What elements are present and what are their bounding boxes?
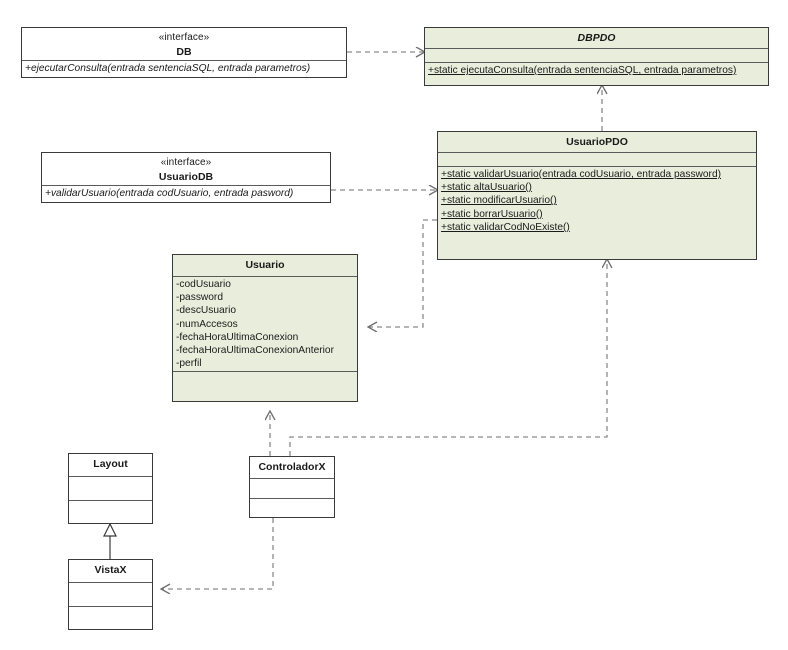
class-name-vistax: VistaX (94, 564, 127, 576)
class-name-layout: Layout (93, 458, 128, 470)
operation-row: +ejecutarConsulta(entrada sentenciaSQL, … (25, 63, 311, 74)
class-attributes-usuariopdo (438, 153, 756, 167)
class-operations-controladorx (250, 499, 334, 519)
class-operations-dbpdo: +static ejecutaConsulta(entrada sentenci… (425, 63, 768, 78)
class-operations-db: +ejecutarConsulta(entrada sentenciaSQL, … (22, 61, 346, 76)
class-box-db[interactable]: «interface» DB +ejecutarConsulta(entrada… (21, 27, 347, 78)
connector-usuariopdo-to-usuario (369, 219, 437, 327)
class-attributes-vistax (69, 583, 152, 607)
class-name-dbpdo: DBPDO (577, 32, 616, 44)
attribute-row: -fechaHoraUltimaConexion (176, 331, 299, 343)
class-box-usuariodb[interactable]: «interface» UsuarioDB +validarUsuario(en… (41, 152, 331, 203)
class-header-usuariodb: «interface» UsuarioDB (42, 153, 330, 186)
class-header-dbpdo: DBPDO (425, 28, 768, 49)
attribute-row: -password (176, 292, 223, 304)
class-operations-usuariopdo: +static validarUsuario(entrada codUsuari… (438, 167, 756, 235)
class-box-layout[interactable]: Layout (68, 453, 153, 524)
operation-row: +static altaUsuario() (441, 182, 532, 194)
class-header-usuariopdo: UsuarioPDO (438, 132, 756, 153)
class-stereotype-db: «interface» (158, 32, 210, 43)
class-box-dbpdo[interactable]: DBPDO +static ejecutaConsulta(entrada se… (424, 27, 769, 86)
operation-row: +static validarCodNoExiste() (441, 221, 570, 233)
operation-row: +static modificarUsuario() (441, 195, 557, 207)
class-name-usuariodb: UsuarioDB (158, 171, 214, 183)
connector-controladorx-to-vistax (162, 518, 274, 589)
class-stereotype-usuariodb: «interface» (160, 157, 212, 168)
class-header-controladorx: ControladorX (250, 457, 334, 479)
class-name-db: DB (176, 46, 192, 58)
operation-row: +static ejecutaConsulta(entrada sentenci… (428, 65, 737, 76)
class-attributes-layout (69, 477, 152, 501)
class-attributes-controladorx (250, 479, 334, 499)
class-header-layout: Layout (69, 454, 152, 477)
class-operations-layout (69, 501, 152, 525)
class-header-db: «interface» DB (22, 28, 346, 61)
class-box-usuario[interactable]: Usuario -codUsuario -password -descUsuar… (172, 254, 358, 402)
operation-row: +static borrarUsuario() (441, 208, 543, 220)
class-name-usuariopdo: UsuarioPDO (566, 136, 628, 148)
class-operations-vistax (69, 607, 152, 631)
class-operations-usuario (173, 372, 357, 386)
class-box-usuariopdo[interactable]: UsuarioPDO +static validarUsuario(entrad… (437, 131, 757, 260)
class-header-usuario: Usuario (173, 255, 357, 277)
operation-row: +validarUsuario(entrada codUsuario, entr… (45, 188, 294, 199)
attribute-row: -numAccesos (176, 318, 238, 330)
class-attributes-dbpdo (425, 49, 768, 63)
operation-row: +static validarUsuario(entrada codUsuari… (441, 169, 722, 180)
class-box-vistax[interactable]: VistaX (68, 559, 153, 630)
attribute-row: -codUsuario (176, 279, 231, 290)
attribute-row: -fechaHoraUltimaConexionAnterior (176, 345, 334, 357)
class-attributes-usuario: -codUsuario -password -descUsuario -numA… (173, 277, 357, 373)
class-name-controladorx: ControladorX (258, 461, 326, 473)
class-header-vistax: VistaX (69, 560, 152, 583)
attribute-row: -descUsuario (176, 305, 237, 317)
class-operations-usuariodb: +validarUsuario(entrada codUsuario, entr… (42, 186, 330, 201)
class-name-usuario: Usuario (245, 259, 285, 271)
attribute-row: -perfil (176, 358, 202, 370)
class-box-controladorx[interactable]: ControladorX (249, 456, 335, 518)
